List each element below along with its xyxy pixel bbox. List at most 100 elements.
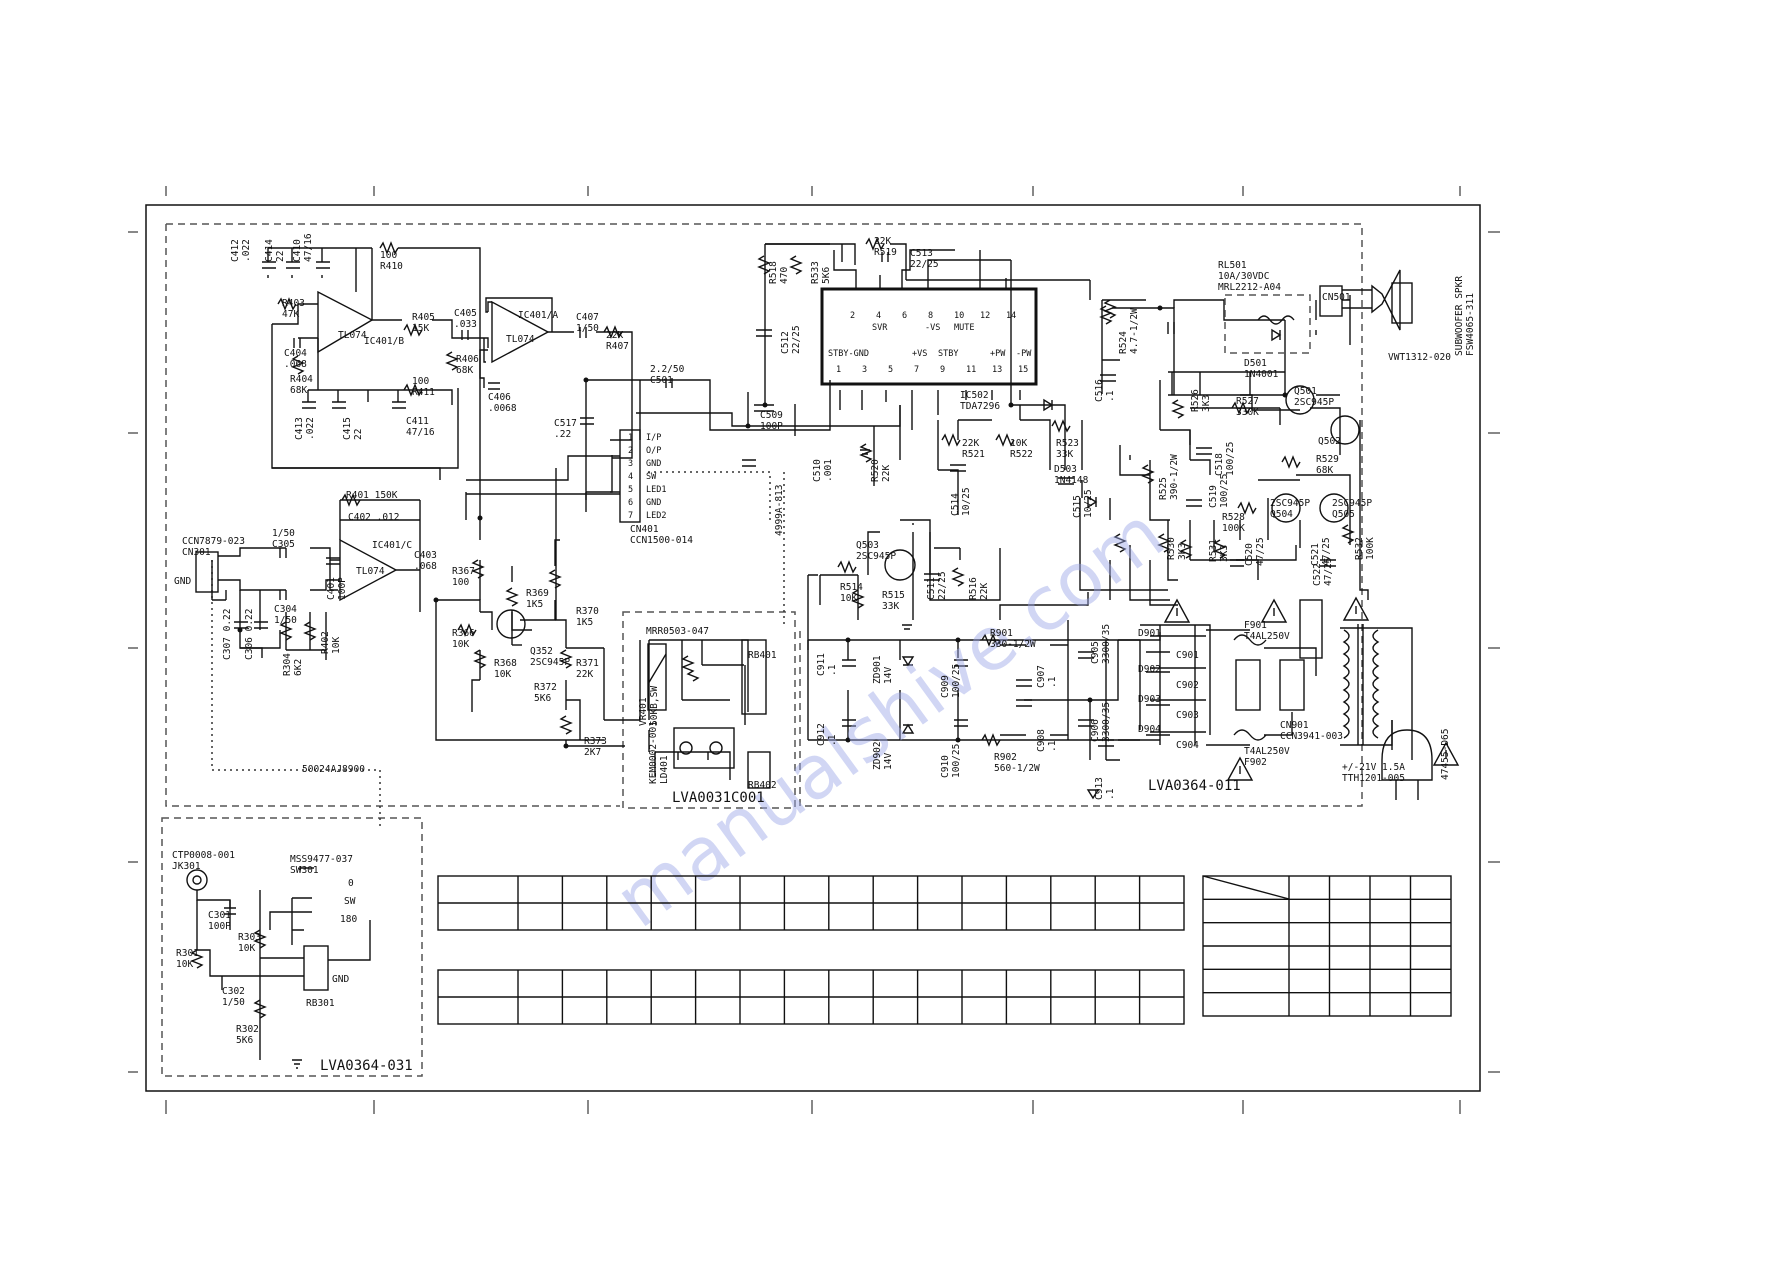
cn401-pin-number: 4 [628, 472, 633, 482]
label-rb402: RB402 [748, 780, 777, 791]
cn401-pin-number: 1 [628, 433, 633, 443]
label-d903: D903 [1138, 694, 1161, 705]
label-c515: C51510/25 [1072, 489, 1094, 518]
board-outlines [161, 223, 1363, 1077]
label-r530: R5303K3 [1166, 537, 1188, 560]
label-c404: C404.068 [284, 348, 307, 370]
cn401-pin-label: GND [646, 498, 661, 508]
cn401-pin-label: LED1 [646, 485, 666, 495]
label-c909: C909100/25 [940, 664, 962, 698]
label-c511: C51122/25 [926, 571, 948, 600]
board-label-led: LVA0031C001 [672, 790, 765, 806]
label-ic401c: IC401/C [372, 540, 412, 551]
wiring [211, 243, 1413, 780]
ic502-bottom-pin: 5 [888, 365, 893, 375]
ic502-bottom-pin: 3 [862, 365, 867, 375]
label-c913: C913.1 [1094, 777, 1116, 800]
label-c306: C306 0.22 [244, 609, 255, 660]
cn401-pin-label: LED2 [646, 511, 666, 521]
label-gnd2: GND [332, 974, 349, 985]
label-c413: C413.022 [294, 417, 316, 440]
label-r516: R51622K [968, 577, 990, 600]
cn401-pin-number: 7 [628, 511, 633, 521]
label-c510: C510.001 [812, 459, 834, 482]
label-c908: C908.1 [1036, 729, 1058, 752]
label-c911: C911.1 [816, 653, 838, 676]
label-c521: C52147/25 [1310, 537, 1332, 566]
label-d901: D901 [1138, 628, 1161, 639]
ic502-bottom-pin-name: +PW [990, 349, 1006, 359]
label-c520: C52047/25 [1244, 537, 1266, 566]
board-label-main: LVA0364-011 [1148, 778, 1241, 794]
board-label-input: LVA0364-031 [320, 1058, 413, 1074]
label-vr401: VR40150KB,SW [638, 686, 660, 726]
empty-tables [437, 875, 1452, 1025]
label-c402: C402 .012 [348, 512, 399, 523]
label-c406: C406.0068 [488, 392, 517, 414]
label-c904: C904 [1176, 740, 1199, 751]
empty-table-3 [1202, 875, 1452, 1017]
sheet-frame [128, 186, 1500, 1114]
r410-symbol [379, 241, 399, 255]
label-c522: C52247/25 [1312, 557, 1334, 586]
ic502-bottom-pin: 11 [966, 365, 976, 375]
label-c910: C910100/25 [940, 744, 962, 778]
label-gnd: GND [174, 576, 191, 587]
ic502-top-pin: 6 [902, 311, 907, 321]
label-ic401a: IC401/A [518, 310, 558, 321]
label-c901: C901 [1176, 650, 1199, 661]
label-c512: C51222/25 [780, 325, 802, 354]
label-c415: C41522 [342, 417, 364, 440]
label-c410: C41047/16 [292, 233, 314, 262]
cn401-pin-label: I/P [646, 433, 661, 443]
ic502-top-pin: 14 [1006, 311, 1016, 321]
label-r520: R52022K [870, 459, 892, 482]
label-vwt: VWT1312-020 [1388, 352, 1451, 363]
label-mrr: MRR0503-047 [646, 626, 709, 637]
label-zd901: ZD90114V [872, 655, 894, 684]
ic502-top-pin: 12 [980, 311, 990, 321]
label-plug: 47455-D65 [1440, 729, 1451, 780]
label-c414: C41422 [264, 239, 286, 262]
label-c307: C307 0.22 [222, 609, 233, 660]
ic502-top-pin: 2 [850, 311, 855, 321]
ic502-top-pin: 10 [954, 311, 964, 321]
label-r401: R401 150K [346, 490, 398, 501]
ic502-bottom-pin-name: STBY [938, 349, 958, 359]
cn401-pin-number: 6 [628, 498, 633, 508]
label-c412: C412.022 [230, 239, 252, 262]
ic502-bottom-pin: 15 [1018, 365, 1028, 375]
